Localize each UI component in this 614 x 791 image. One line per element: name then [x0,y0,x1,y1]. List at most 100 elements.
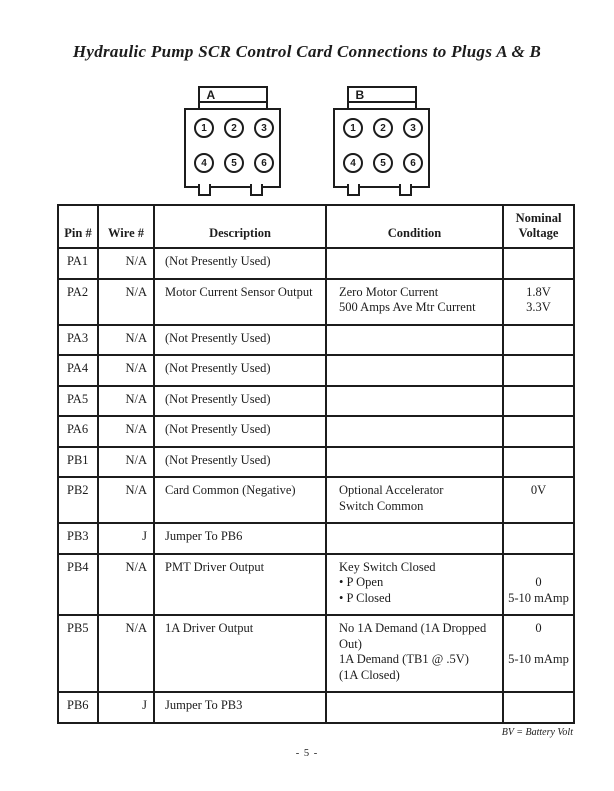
cell-voltage: 0 5-10 mAmp [502,552,575,616]
pin-circle: 5 [224,153,244,173]
cell-description: 1A Driver Output [153,614,327,693]
plug-b-label: B [355,87,365,102]
cell-voltage: 1.8V 3.3V [502,277,575,326]
cell-description: Card Common (Negative) [153,476,327,524]
cell-condition: Key Switch Closed • P Open • P Closed [325,552,504,616]
cell-voltage [502,323,575,356]
cell-wire: N/A [97,415,155,448]
plug-a-body: 1 2 3 4 5 6 [184,108,281,196]
pin-circle: 4 [343,153,363,173]
cell-pin: PA5 [57,384,99,417]
cell-wire: N/A [97,323,155,356]
table-row: PA2 N/A Motor Current Sensor Output Zero… [57,277,575,326]
cell-wire: N/A [97,354,155,387]
cell-description: (Not Presently Used) [153,323,327,356]
connector-foot [399,184,412,196]
pin-circle: 2 [373,118,393,138]
table-row: PA3 N/A (Not Presently Used) [57,323,575,356]
table-row: PA4 N/A (Not Presently Used) [57,354,575,387]
table-row: PB4 N/A PMT Driver Output Key Switch Clo… [57,552,575,616]
connector-foot [250,184,263,196]
plug-b-tab-top: B [348,87,415,103]
cell-wire: N/A [97,445,155,478]
table-row: PA6 N/A (Not Presently Used) [57,415,575,448]
cell-wire: N/A [97,552,155,616]
cell-pin: PA2 [57,277,99,326]
connector-foot [347,184,360,196]
table-row: PB6 J Jumper To PB3 [57,691,575,724]
cell-voltage: 0V [502,476,575,524]
plug-a-tab-top: A [199,87,266,103]
pin-circle: 3 [254,118,274,138]
column-header-voltage: Nominal Voltage [502,204,575,249]
cell-description: Jumper To PB6 [153,522,327,555]
cell-condition [325,247,504,280]
cell-condition: No 1A Demand (1A Dropped Out) 1A Demand … [325,614,504,693]
pin-circle: 4 [194,153,214,173]
cell-condition: Optional Accelerator Switch Common [325,476,504,524]
cell-wire: N/A [97,614,155,693]
plug-a-diagram: A 1 2 3 4 5 6 [184,86,281,196]
cell-voltage [502,384,575,417]
pin-circle: 5 [373,153,393,173]
cell-wire: N/A [97,247,155,280]
cell-condition [325,415,504,448]
connector-foot [198,184,211,196]
cell-voltage [502,354,575,387]
cell-wire: N/A [97,384,155,417]
plug-a-label: A [206,87,216,102]
cell-pin: PB4 [57,552,99,616]
pin-circle: 3 [403,118,423,138]
pin-circle: 1 [194,118,214,138]
cell-description: (Not Presently Used) [153,415,327,448]
cell-pin: PA6 [57,415,99,448]
pin-circle: 6 [403,153,423,173]
cell-voltage: 0 5-10 mAmp [502,614,575,693]
cell-description: PMT Driver Output [153,552,327,616]
cell-description: (Not Presently Used) [153,354,327,387]
pin-connections-table: Pin # Wire # Description Condition Nomin… [57,204,575,724]
table-row: PB3 J Jumper To PB6 [57,522,575,555]
cell-voltage [502,445,575,478]
cell-pin: PB6 [57,691,99,724]
cell-pin: PA3 [57,323,99,356]
cell-pin: PB5 [57,614,99,693]
plug-b-body: 1 2 3 4 5 6 [333,108,430,196]
plug-b-tab-bottom [349,103,415,108]
cell-pin: PB1 [57,445,99,478]
pin-circle: 6 [254,153,274,173]
column-header-wire: Wire # [97,204,155,249]
connector-diagrams: A 1 2 3 4 5 6 B 1 [0,86,614,196]
plug-a-tab: A [197,86,268,110]
cell-wire: N/A [97,476,155,524]
cell-pin: PA1 [57,247,99,280]
table-row: PB2 N/A Card Common (Negative) Optional … [57,476,575,524]
pin-circle: 1 [343,118,363,138]
cell-description: Motor Current Sensor Output [153,277,327,326]
cell-description: (Not Presently Used) [153,445,327,478]
plug-b-tab: B [346,86,417,110]
column-header-pin: Pin # [57,204,99,249]
page-number: - 5 - [295,748,319,759]
cell-condition [325,691,504,724]
plug-a-tab-bottom [200,103,266,108]
cell-voltage [502,415,575,448]
footnote: BV = Battery Volt [501,726,573,738]
cell-wire: N/A [97,277,155,326]
column-header-condition: Condition [325,204,504,249]
cell-wire: J [97,522,155,555]
cell-voltage [502,522,575,555]
cell-description: (Not Presently Used) [153,384,327,417]
cell-condition [325,522,504,555]
cell-pin: PA4 [57,354,99,387]
column-header-description: Description [153,204,327,249]
cell-pin: PB3 [57,522,99,555]
cell-wire: J [97,691,155,724]
cell-description: Jumper To PB3 [153,691,327,724]
table-row: PB5 N/A 1A Driver Output No 1A Demand (1… [57,614,575,693]
cell-condition [325,445,504,478]
cell-description: (Not Presently Used) [153,247,327,280]
cell-voltage [502,691,575,724]
cell-voltage [502,247,575,280]
